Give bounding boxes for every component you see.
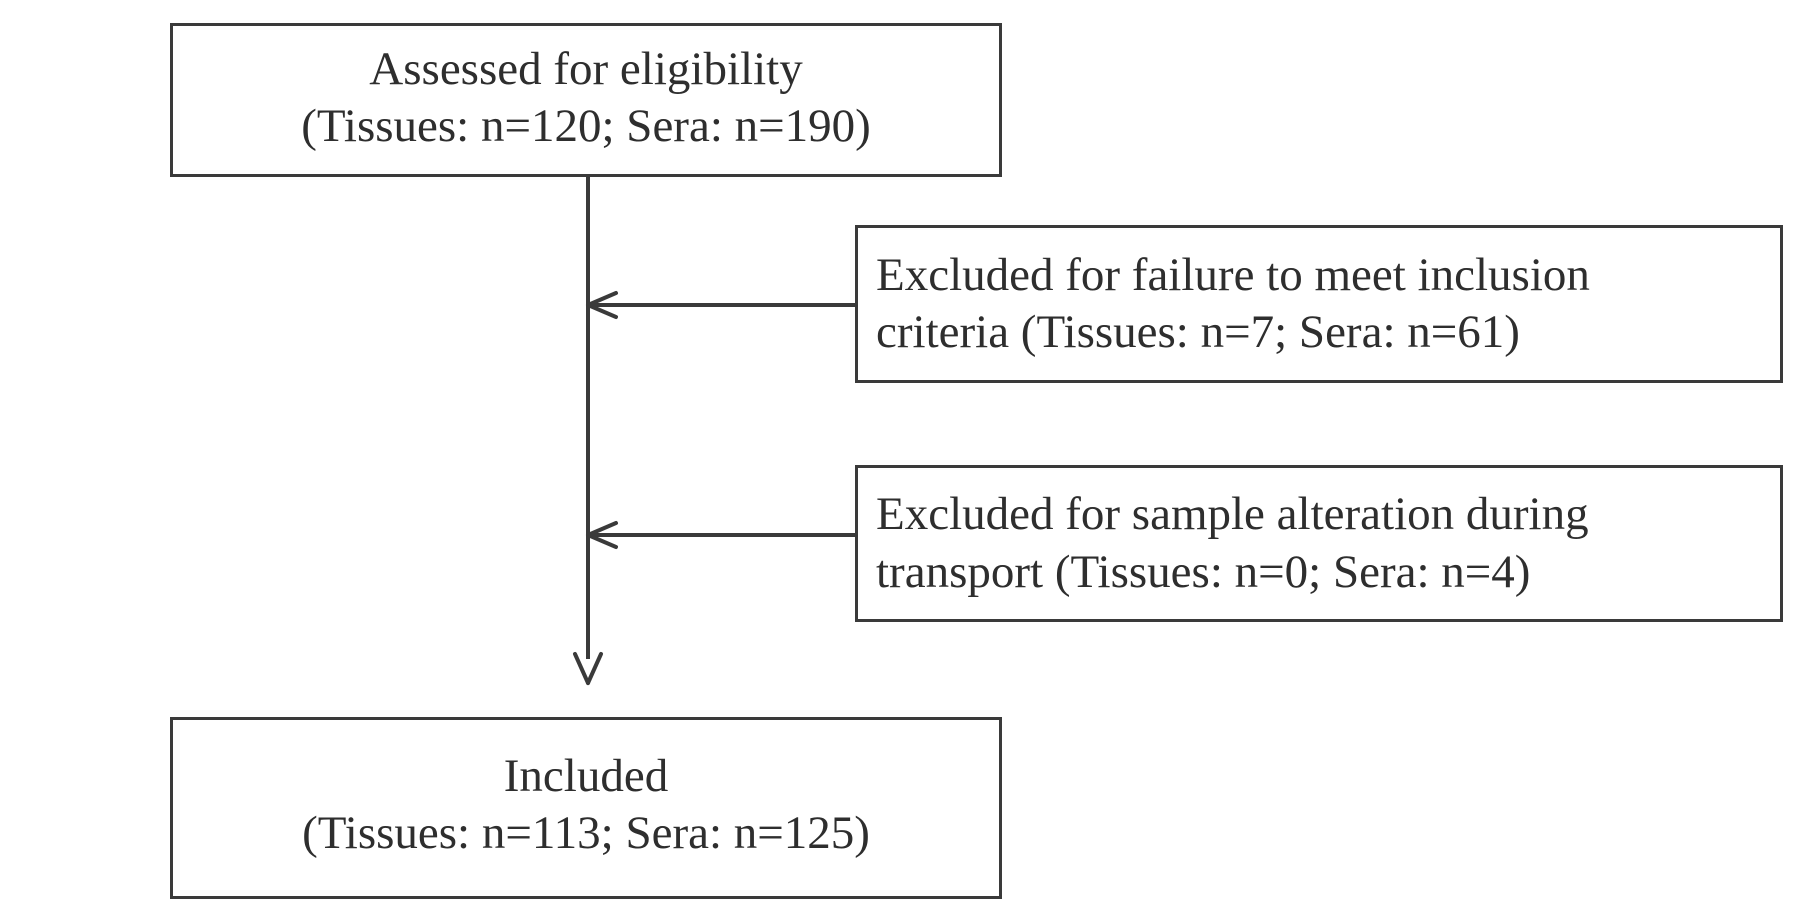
box-included: Included (Tissues: n=113; Sera: n=125) — [170, 717, 1002, 899]
box-excluded-alteration-line-2: transport (Tissues: n=0; Sera: n=4) — [876, 545, 1531, 598]
box-assessed-line-2: (Tissues: n=120; Sera: n=190) — [301, 100, 871, 152]
connector-horizontal-exclusion-2 — [588, 533, 856, 537]
arrow-left-icon-exclusion-2 — [586, 518, 620, 552]
box-included-line-1: Included — [503, 749, 669, 802]
box-excluded-inclusion-criteria: Excluded for failure to meet inclusion c… — [855, 225, 1783, 383]
box-assessed-line-1: Assessed for eligibility — [369, 42, 803, 95]
arrow-left-icon-exclusion-1 — [586, 288, 620, 322]
box-excluded-inclusion-line-1: Excluded for failure to meet inclusion — [876, 248, 1590, 301]
box-excluded-inclusion-line-2: criteria (Tissues: n=7; Sera: n=61) — [876, 306, 1520, 358]
connector-vertical-trunk — [586, 177, 590, 659]
box-excluded-sample-alteration: Excluded for sample alteration during tr… — [855, 465, 1783, 622]
box-included-line-2: (Tissues: n=113; Sera: n=125) — [302, 807, 870, 859]
connector-horizontal-exclusion-1 — [588, 303, 856, 307]
box-excluded-alteration-line-1: Excluded for sample alteration during — [876, 488, 1589, 541]
arrow-down-icon-included — [571, 645, 605, 685]
box-assessed-for-eligibility: Assessed for eligibility (Tissues: n=120… — [170, 23, 1002, 177]
